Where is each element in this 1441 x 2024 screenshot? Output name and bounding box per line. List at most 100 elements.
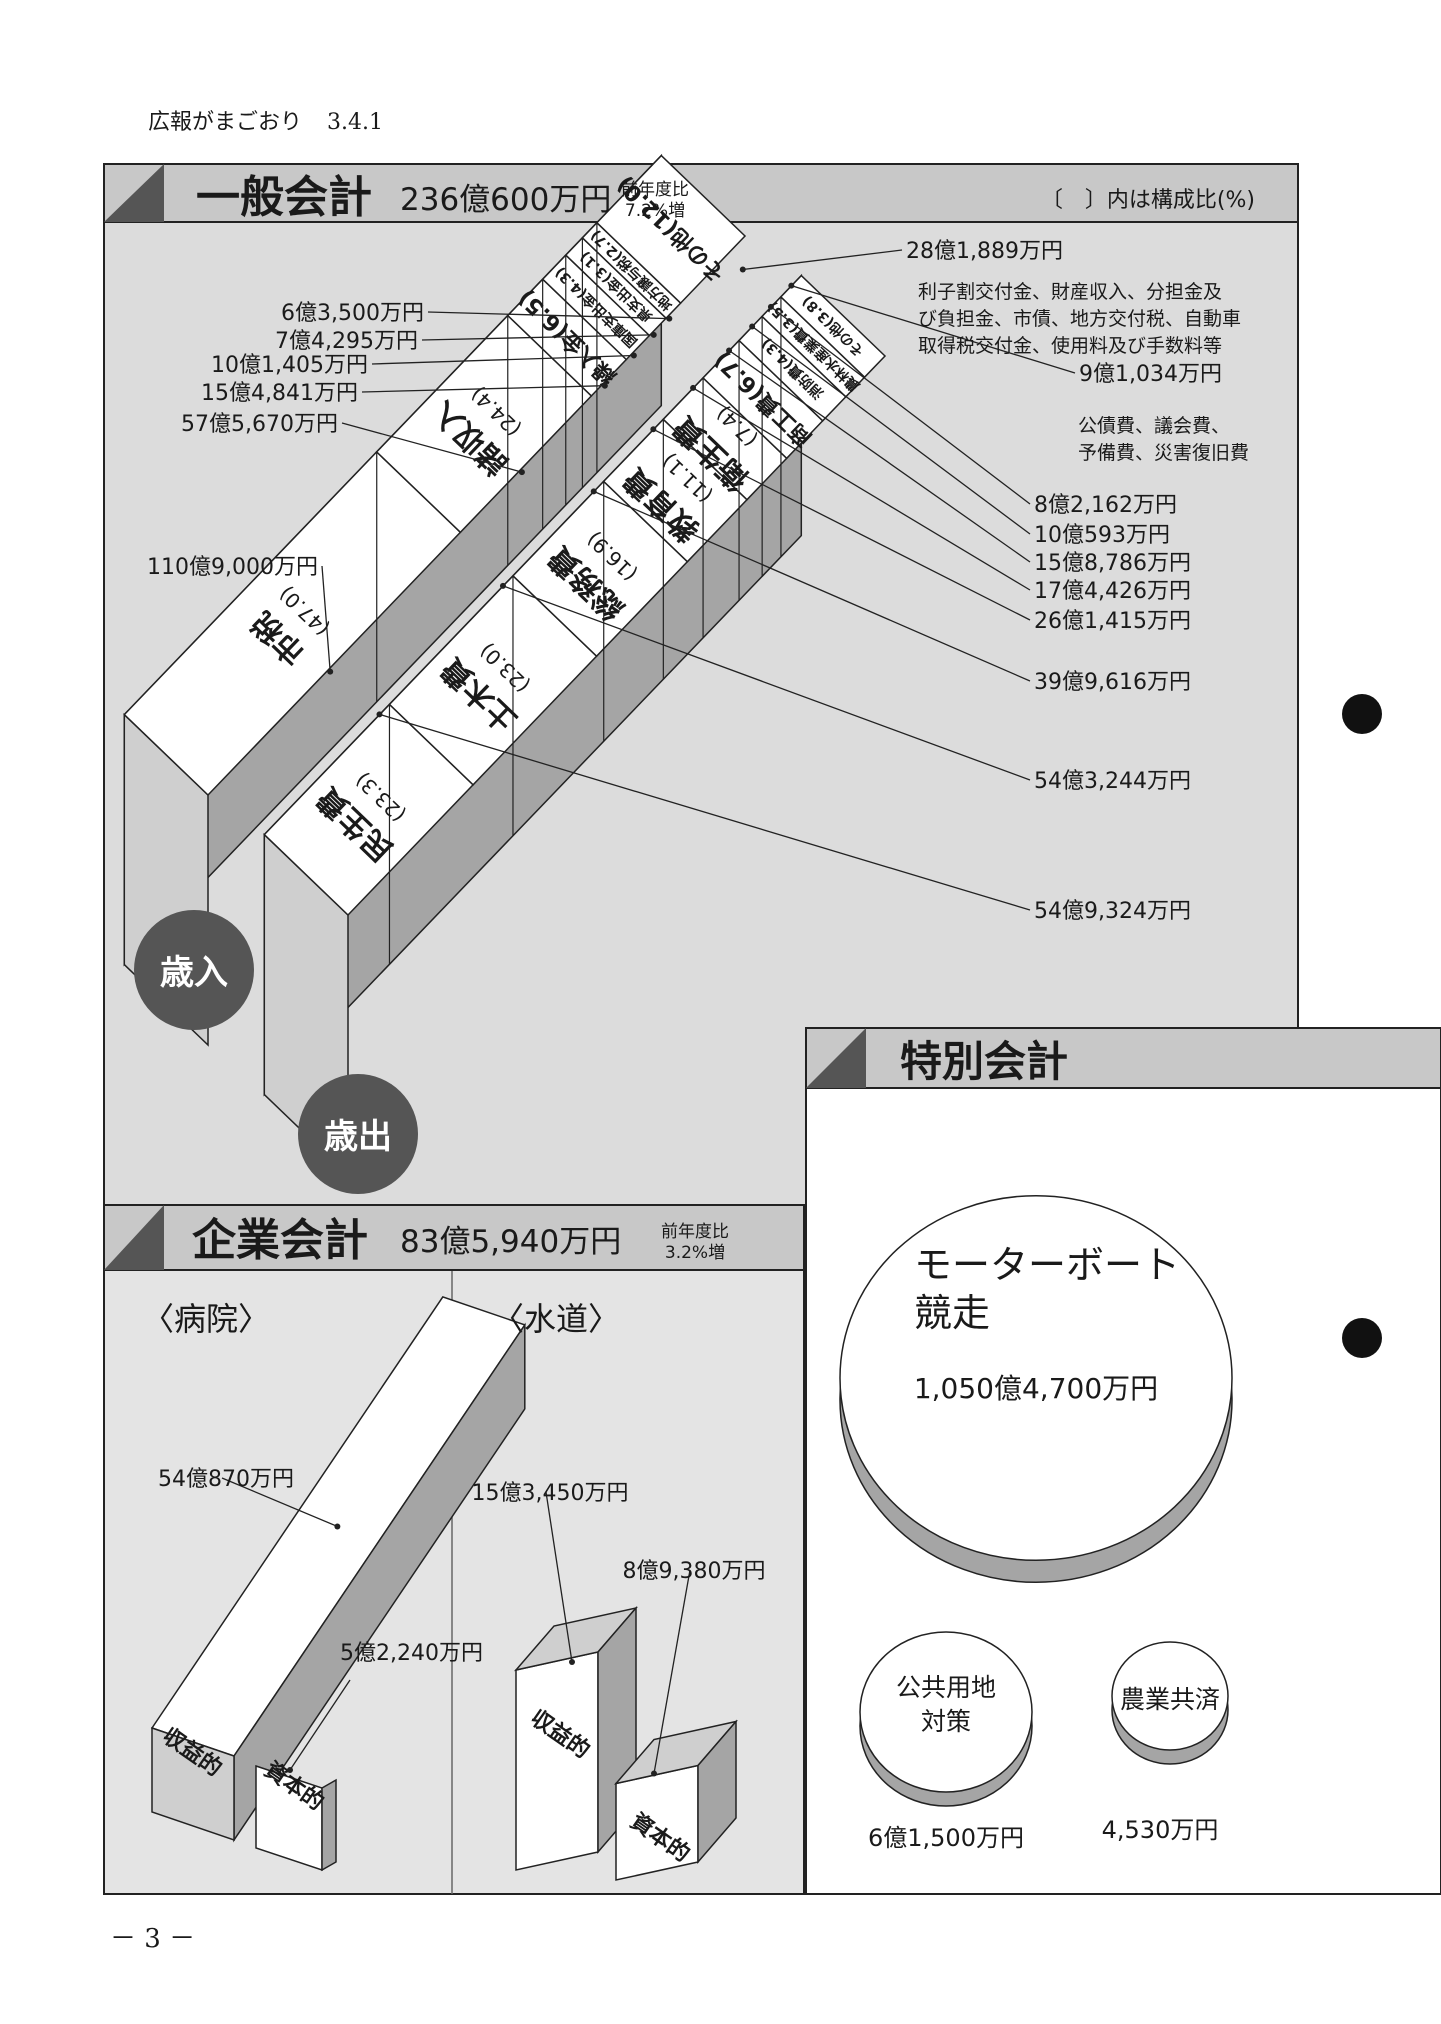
special-title-bar	[805, 1027, 1441, 1089]
enterprise-title-corner-mark	[104, 1205, 164, 1270]
revenue-6-dot	[739, 266, 746, 273]
special-group: モーターボート競走1,050億4,700万円公共用地対策6億1,500万円農業共…	[839, 1194, 1233, 1852]
hospital-1-dot	[287, 1767, 293, 1773]
revenue-5-amount: 6億3,500万円	[281, 301, 424, 326]
revenue-other-note-2: 取得税交付金、使用料及び手数料等	[918, 335, 1222, 357]
water-1-amount: 8億9,380万円	[623, 1559, 766, 1584]
hospital-1-leader	[289, 1679, 351, 1771]
expenditure-3-amount: 26億1,415万円	[1034, 609, 1191, 634]
water-label: 〈水道〉	[492, 1300, 620, 1338]
water-bar-0-front	[515, 1651, 599, 1871]
expenditure-2-dot	[590, 488, 597, 495]
expenditure-8-dot	[788, 282, 795, 289]
hospital-1-amount: 5億2,240万円	[340, 1641, 483, 1666]
binding-hole-mark-1	[1342, 694, 1382, 734]
general-title-text: 一般会計	[196, 172, 372, 223]
enterprise-yoy-label: 前年度比	[661, 1222, 729, 1242]
expenditure-4-dot	[690, 384, 697, 391]
enterprise-title-text: 企業会計	[192, 1215, 368, 1266]
expenditure-2-leader	[593, 490, 1031, 682]
expenditure-2-amount: 39億9,616万円	[1034, 670, 1191, 695]
general-title-corner-mark	[104, 164, 164, 222]
revenue-1-leader	[341, 422, 523, 473]
enterprise-yoy-value: 3.2%増	[665, 1243, 725, 1263]
revenue-0-amount: 110億9,000万円	[147, 555, 318, 580]
revenue-5-leader	[427, 311, 670, 320]
special-amount-2: 4,530万円	[1102, 1816, 1219, 1844]
expenditure-7-dot	[767, 303, 774, 310]
revenue-5-dot	[666, 315, 673, 322]
special-category-1b: 対策	[921, 1707, 971, 1736]
special-amount-0: 1,050億4,700万円	[914, 1372, 1158, 1405]
expenditure-6-leader	[751, 325, 1031, 535]
special-amount-1: 6億1,500万円	[868, 1824, 1024, 1852]
expenditure-0-amount: 54億9,324万円	[1034, 899, 1191, 924]
water-0-dot	[569, 1659, 575, 1665]
expenditure-3-leader	[653, 428, 1031, 621]
expenditure-1-dot	[499, 582, 506, 589]
revenue-0-dot	[327, 668, 334, 675]
expenditure-6-amount: 10億593万円	[1034, 523, 1170, 548]
expenditure-5-leader	[728, 349, 1031, 563]
water-0-amount: 15億3,450万円	[472, 1481, 629, 1506]
revenue-2-dot	[601, 382, 608, 389]
expenditure-other-note-0: 公債費、議会費、	[1078, 415, 1230, 437]
revenue-3-leader	[371, 354, 634, 365]
expenditure-8-leader	[791, 285, 1076, 374]
general-total: 236億600万円	[400, 182, 611, 218]
special-title-text: 特別会計	[900, 1037, 1068, 1086]
revenue-0-leader	[321, 565, 331, 672]
enterprise-group: 54億870万円収益的資本的5億2,240万円収益的資本的15億3,450万円8…	[150, 1296, 766, 1881]
expenditure-badge-text: 歳出	[324, 1117, 392, 1157]
hospital-0-amount: 54億870万円	[158, 1467, 294, 1492]
revenue-4-dot	[650, 331, 657, 338]
revenue-2-amount: 15億4,841万円	[201, 381, 358, 406]
composition-note: 〔 〕内は構成比(%)	[1041, 188, 1255, 213]
expenditure-5-amount: 15億8,786万円	[1034, 551, 1191, 576]
revenue-6-amount: 28億1,889万円	[906, 239, 1063, 264]
revenue-other-note-1: び負担金、市債、地方交付税、自動車	[918, 308, 1241, 330]
water-bar-1-side	[697, 1719, 737, 1865]
general-yoy-value: 7.2%増	[625, 201, 685, 221]
special-bubble-2	[1111, 1641, 1229, 1751]
page-header: 広報がまごおり 3.4.1	[148, 104, 383, 136]
enterprise-title-bar	[103, 1204, 805, 1271]
binding-hole-mark-2	[1342, 1318, 1382, 1358]
revenue-4-leader	[421, 334, 654, 341]
hospital-0-leader	[221, 1477, 338, 1528]
revenue-2-leader	[361, 385, 605, 393]
hospital-0-dot	[334, 1523, 341, 1530]
expenditure-7-amount: 8億2,162万円	[1034, 493, 1177, 518]
special-bubble-1	[859, 1631, 1033, 1793]
water-1-dot	[651, 1770, 657, 1777]
revenue-4-amount: 7億4,295万円	[275, 329, 418, 354]
special-category-0b: 競走	[914, 1291, 990, 1335]
revenue-bar-segment-6	[595, 154, 747, 305]
expenditure-bar-segment-8	[779, 274, 887, 379]
expenditure-4-amount: 17億4,426万円	[1034, 579, 1191, 604]
revenue-3-amount: 10億1,405万円	[211, 353, 368, 378]
general-yoy-label: 前年度比	[621, 180, 689, 200]
expenditure-0-dot	[376, 711, 383, 718]
revenue-6-leader	[742, 249, 903, 271]
revenue-3-dot	[630, 352, 637, 359]
water-1-leader	[653, 1569, 691, 1774]
revenue-bar-group: 市税(47.0)諸収入(24.4)繰入金(6.5)国庫支出金(4.3)県支出金(…	[123, 153, 1063, 1047]
expenditure-7-leader	[770, 306, 1031, 505]
publication-name: 広報がまごおり	[148, 110, 303, 135]
expenditure-5-dot	[726, 347, 733, 354]
hospital-bar-1-side	[321, 1778, 337, 1872]
expenditure-badge	[298, 1074, 418, 1194]
enterprise-total: 83億5,940万円	[400, 1224, 621, 1260]
expenditure-3-dot	[650, 426, 657, 433]
hospital-bar-0-end	[151, 1726, 235, 1842]
hospital-label: 〈病院〉	[142, 1300, 270, 1338]
expenditure-4-leader	[692, 387, 1031, 591]
revenue-badge	[134, 910, 254, 1030]
expenditure-8-amount: 9億1,034万円	[1079, 362, 1222, 387]
special-title-corner-mark	[806, 1028, 866, 1088]
expenditure-1-amount: 54億3,244万円	[1034, 769, 1191, 794]
special-category-2: 農業共済	[1120, 1685, 1220, 1714]
